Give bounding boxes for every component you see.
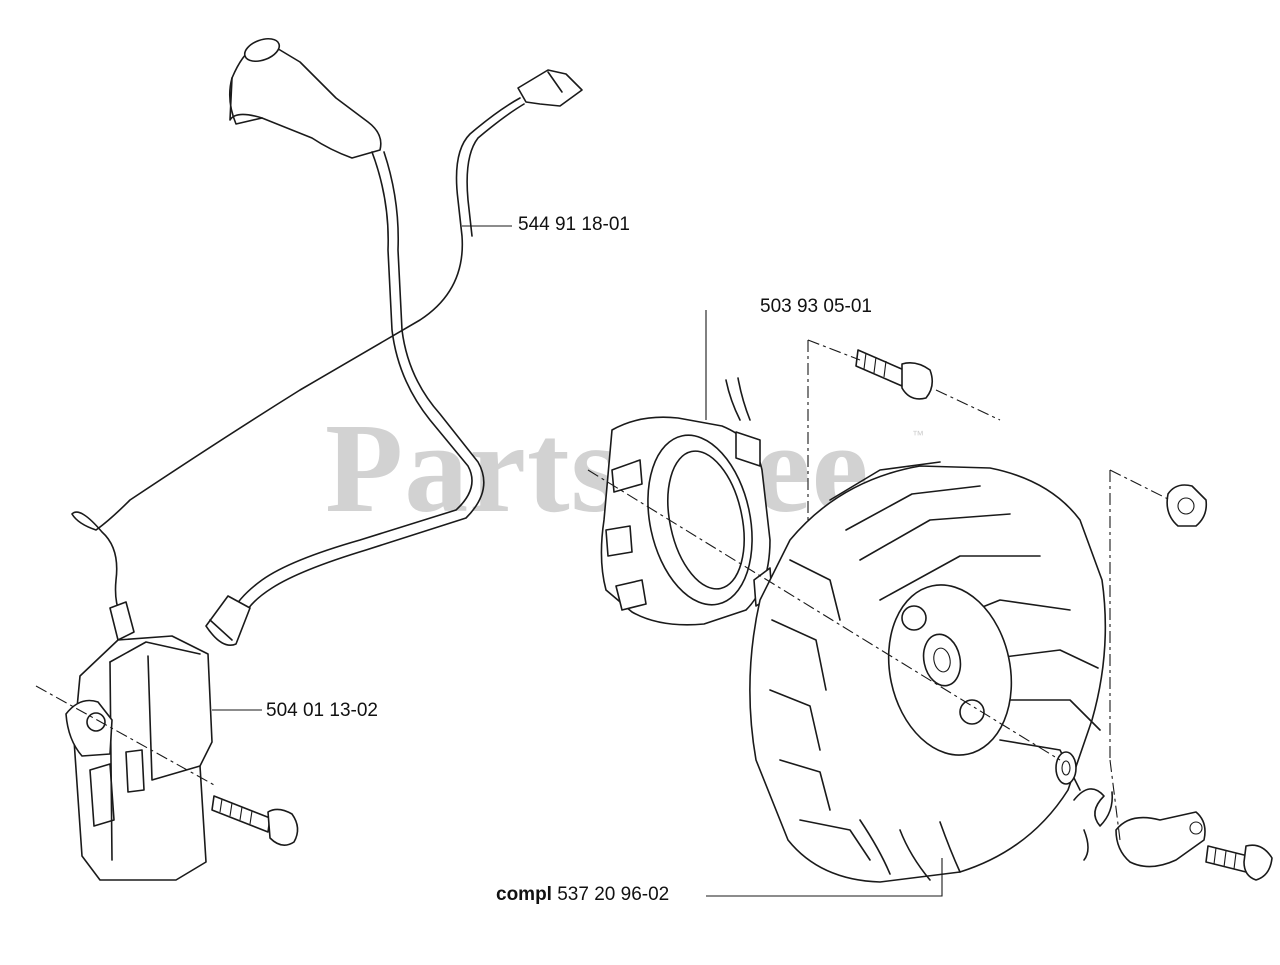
flywheel [749,461,1107,883]
washer [1055,751,1077,785]
callout-ignition-lead: 544 91 18-01 [518,214,630,236]
flywheel-part-number: 537 20 96-02 [557,884,670,905]
module-screw [211,795,299,846]
ignition-lead-cable [205,151,485,646]
flywheel-prefix: compl [496,884,552,905]
callout-ignition-module: 504 01 13-02 [266,700,378,722]
ignition-module [65,635,213,881]
stator-ring [600,377,773,626]
callout-screw: 503 93 05-01 [760,296,872,318]
callout-flywheel: compl 537 20 96-02 [496,884,669,906]
assembly-axis-lines [35,339,1171,841]
ignition-lead-part-number: 544 91 18-01 [518,214,630,235]
pawl-screw [1205,844,1273,881]
screw-part-number: 503 93 05-01 [760,296,872,317]
ignition-module-part-number: 504 01 13-02 [266,700,378,721]
flywheel-screw [855,349,934,400]
watermark-trademark: ™ [912,428,924,442]
starter-pawl [1115,811,1206,868]
spark-plug-boot [228,37,382,159]
partstree-watermark: PartsTree [325,397,870,539]
flywheel-nut [1166,484,1208,527]
leader-lines [212,225,943,897]
starter-spring [1073,788,1114,861]
